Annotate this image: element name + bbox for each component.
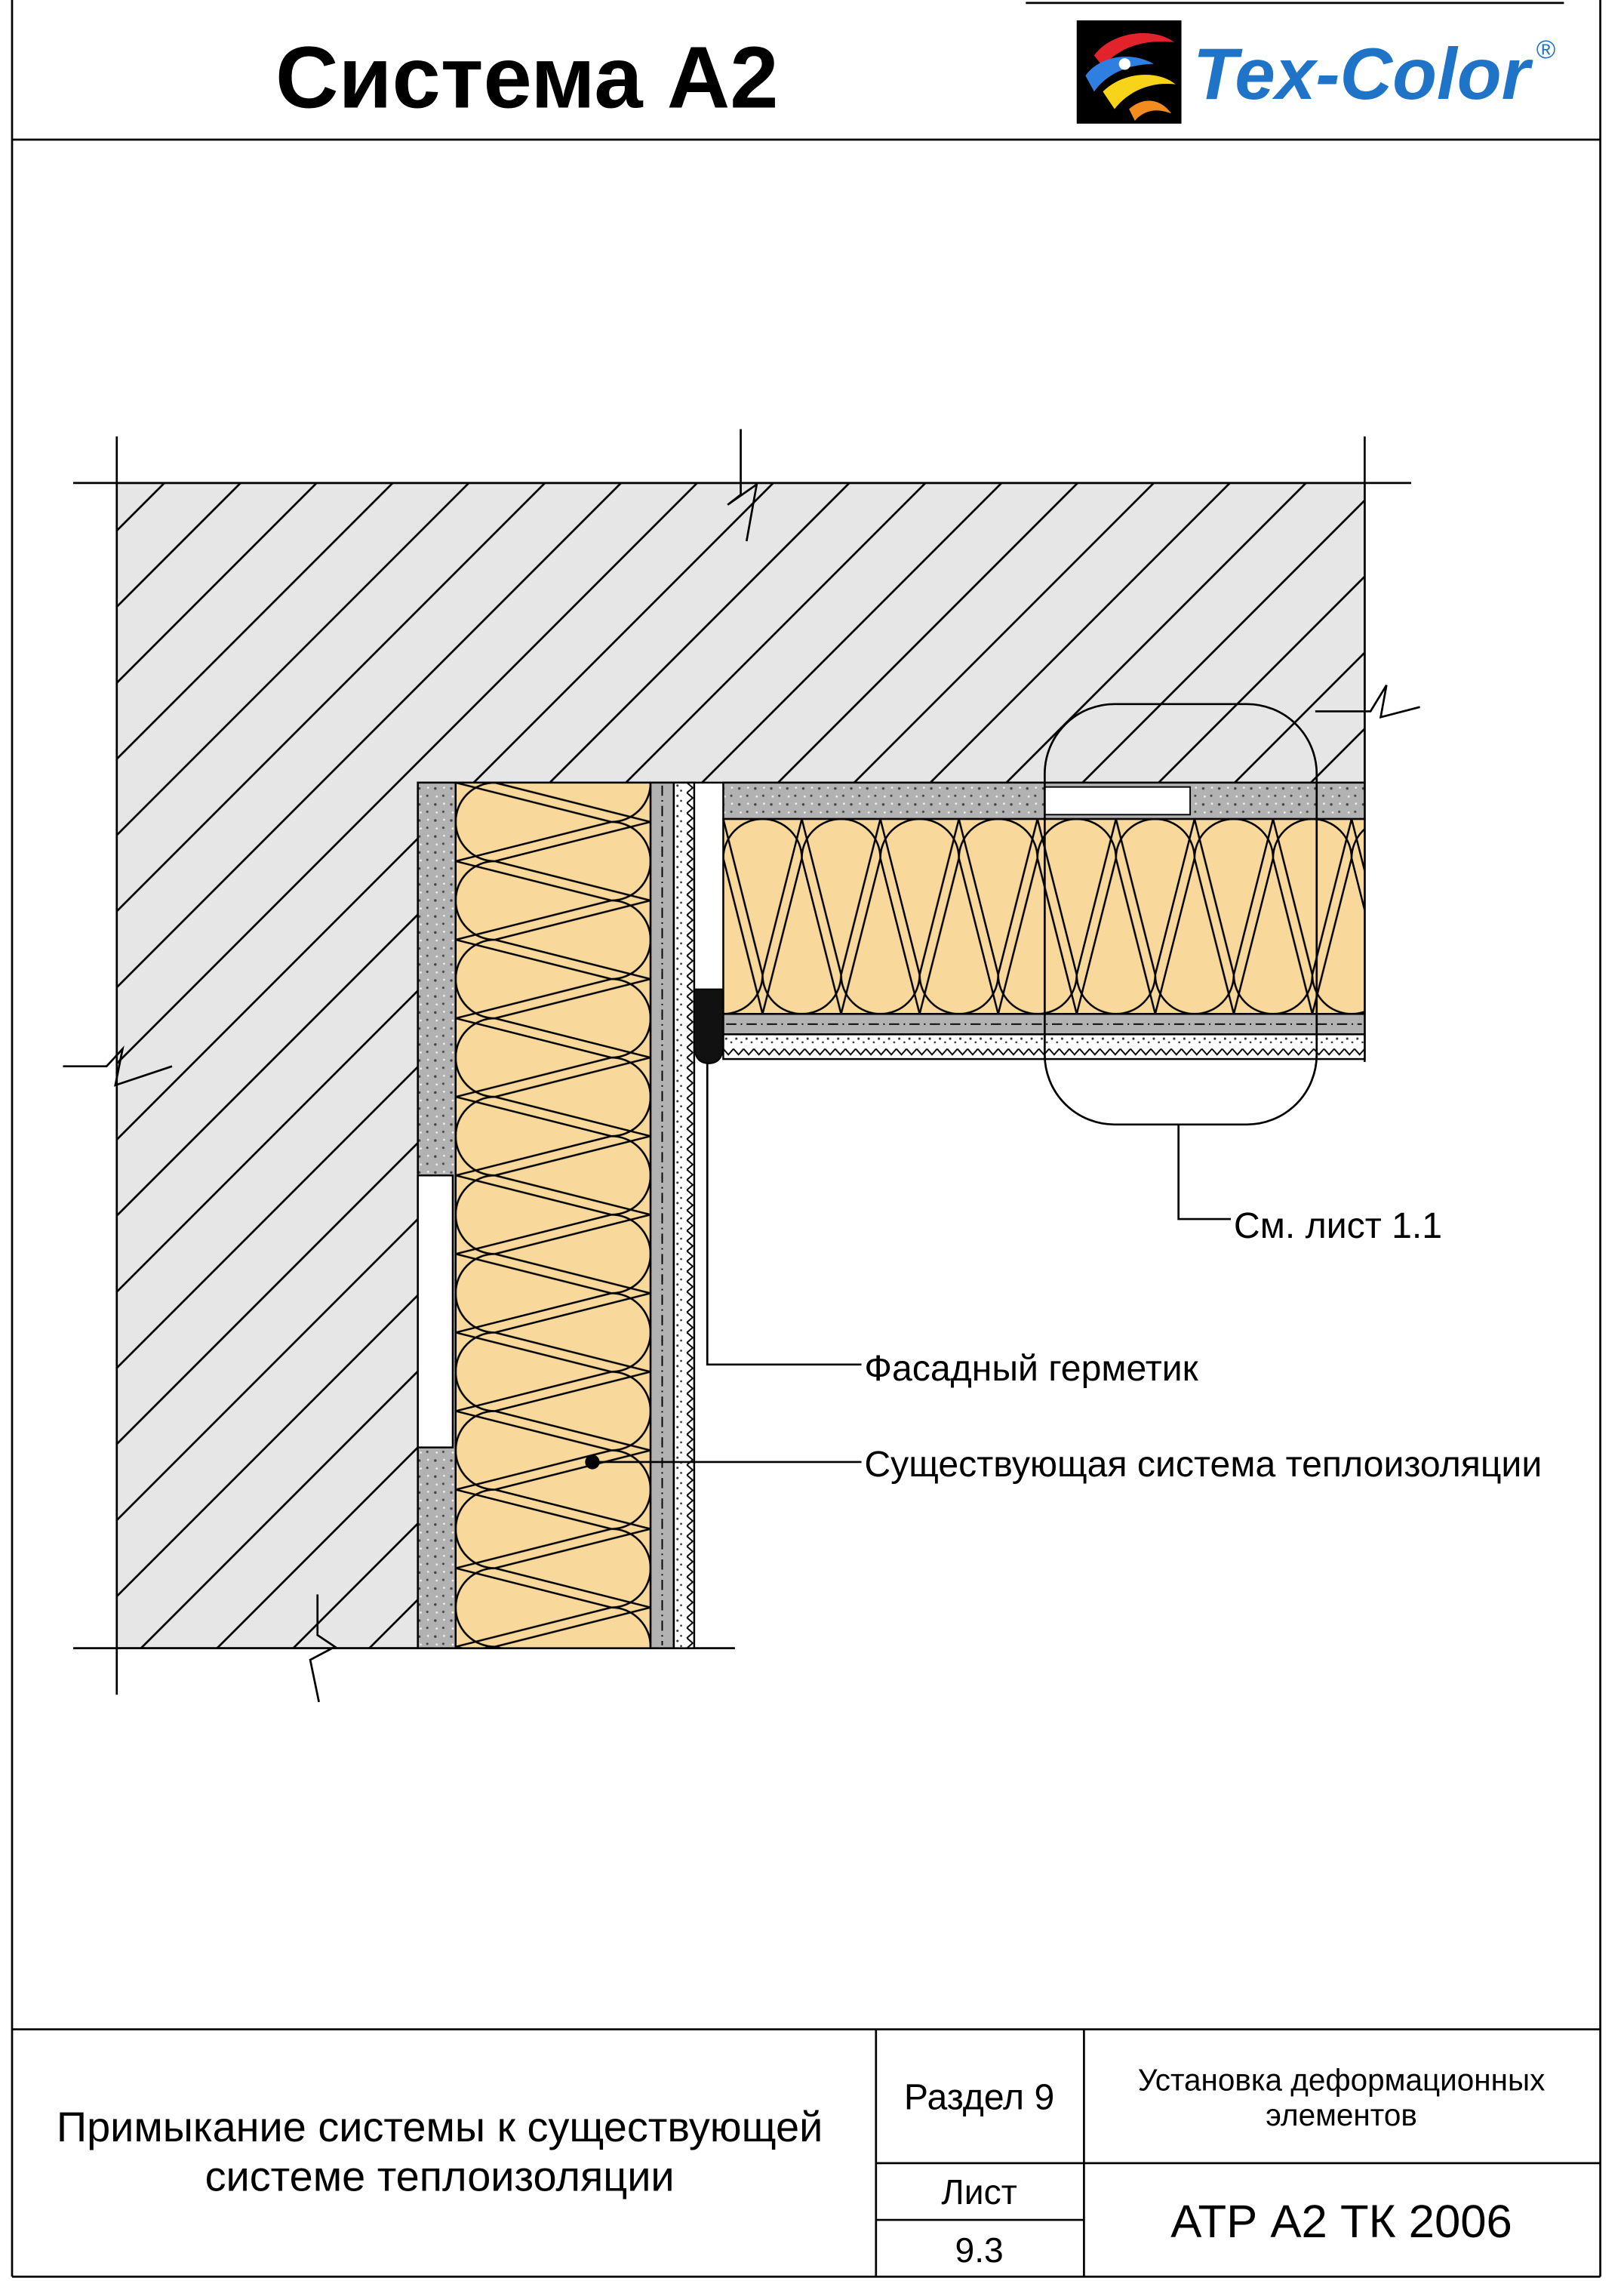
section-label: Раздел 9 [904, 2077, 1054, 2118]
drawing-description-line-2: системе теплоизоляции [205, 2153, 675, 2200]
sheet-label: Лист [941, 2172, 1017, 2212]
logo-wordmark: Tex-Color [1193, 34, 1533, 115]
title-block: Примыкание системы к существующей систем… [11, 2028, 1601, 2277]
detail-callout-leader [1177, 1124, 1232, 1221]
break-symbol-right [1315, 685, 1420, 719]
existing-insulation [454, 781, 652, 1649]
section-title-line-1: Установка деформационных [1138, 2063, 1546, 2098]
page-title: Система А2 [275, 29, 779, 127]
break-symbol-top [727, 429, 758, 542]
document-code: АТР А2 ТК 2006 [1170, 2196, 1512, 2248]
existing-adhesive-gap [417, 1174, 454, 1448]
existing-finish-coat [672, 781, 696, 1649]
logo-swirl-blue [1085, 56, 1154, 92]
sealant-label: Фасадный герметик [864, 1348, 1198, 1389]
detail-callout-outline [1044, 703, 1318, 1126]
logo-figure-head [1118, 58, 1131, 70]
existing-insulation-system [417, 781, 696, 1649]
detail-reference-label: См. лист 1.1 [1234, 1205, 1442, 1246]
title-block-grid [11, 2028, 1601, 2277]
logo-swirl-red [1093, 32, 1174, 67]
section-title-line-2: элементов [1266, 2098, 1417, 2132]
sheet-number: 9.3 [955, 2230, 1003, 2270]
break-symbol-bottom [309, 1594, 337, 1703]
break-symbols [63, 429, 1420, 1703]
logo-swirl-orange [1129, 100, 1172, 121]
drawing-description-line-1: Примыкание системы к существующей [57, 2103, 823, 2150]
break-symbol-left [63, 1045, 173, 1087]
header: Система А2 Tex-Color ® [275, 20, 1556, 127]
logo-swirl-yellow [1103, 74, 1176, 109]
logo: Tex-Color ® [1076, 20, 1556, 124]
facade-sealant [693, 988, 724, 1064]
sheet-frame [11, 0, 1601, 2278]
adhesive-gap [1044, 786, 1192, 816]
sealant-leader [706, 1063, 862, 1366]
logo-registered-mark: ® [1536, 35, 1556, 64]
existing-system-label: Существующая система теплоизоляции [864, 1444, 1542, 1485]
